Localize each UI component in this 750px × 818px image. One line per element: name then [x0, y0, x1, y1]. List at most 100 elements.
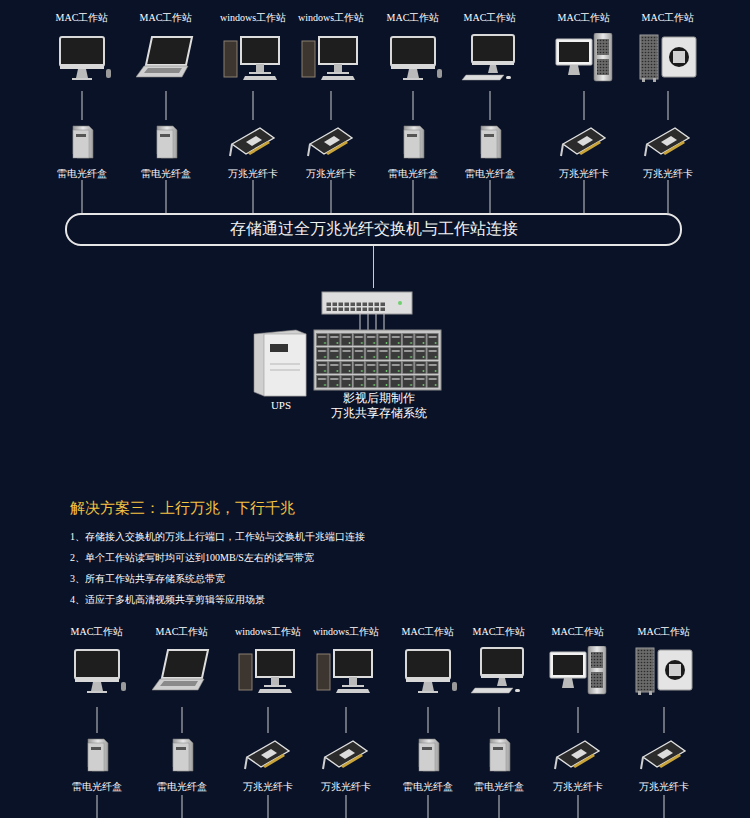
fiber-link — [668, 180, 669, 213]
workstation-node: windows工作站 — [289, 11, 373, 91]
adapter-node: 雷电光纤盒 — [142, 733, 222, 793]
switch-band: 存储通过全万兆光纤交换机与工作站连接 — [65, 213, 682, 246]
adapter-node: 雷电光纤盒 — [42, 120, 122, 180]
fiber-link — [331, 91, 332, 120]
node-label: windows工作站 — [235, 625, 301, 638]
node-label: 雷电光纤盒 — [474, 780, 524, 793]
node-label: 存储通过全万兆光纤交换机与工作站连接 — [230, 219, 518, 240]
node-label: MAC工作站 — [558, 11, 611, 24]
adapter-node: 雷电光纤盒 — [57, 733, 137, 793]
node-label: 雷电光纤盒 — [141, 167, 191, 180]
note-text: 1、存储接入交换机的万兆上行端口，工作站与交换机千兆端口连接 — [70, 530, 365, 543]
fiber-link — [490, 180, 491, 213]
node-label: 万兆光纤卡 — [643, 167, 693, 180]
workstation-node: windows工作站 — [304, 625, 388, 707]
node-label: MAC工作站 — [642, 11, 695, 24]
node-label: 万兆光纤卡 — [559, 167, 609, 180]
section-title: 解决方案三：上行万兆，下行千兆 — [70, 499, 295, 519]
workstation-node: MAC工作站 — [448, 11, 532, 91]
adapter-node: 雷电光纤盒 — [373, 120, 453, 180]
node-label: windows工作站 — [220, 11, 286, 24]
fiber-link — [253, 91, 254, 120]
node-label: 雷电光纤盒 — [72, 780, 122, 793]
workstation-node: MAC工作站 — [457, 625, 541, 707]
node-label: MAC工作站 — [552, 625, 605, 638]
adapter-node: 雷电光纤盒 — [388, 733, 468, 793]
note-text: 4、适应于多机高清视频共享剪辑等应用场景 — [70, 593, 265, 606]
fiber-link — [584, 91, 585, 120]
node-label: MAC工作站 — [56, 11, 109, 24]
node-label: UPS — [271, 398, 291, 412]
workstation-node: MAC工作站 — [626, 11, 710, 91]
node-label: 万兆光纤卡 — [553, 780, 603, 793]
node-label: 影视后期制作 万兆共享存储系统 — [324, 391, 434, 422]
workstation-node: windows工作站 — [226, 625, 310, 707]
node-label: 雷电光纤盒 — [465, 167, 515, 180]
fiber-link — [166, 180, 167, 213]
adapter-node: 雷电光纤盒 — [126, 120, 206, 180]
node-label: MAC工作站 — [387, 11, 440, 24]
node-label: 万兆光纤卡 — [321, 780, 371, 793]
fiber-link — [346, 707, 347, 733]
adapter-node: 万兆光纤卡 — [228, 733, 308, 793]
fiber-link — [428, 707, 429, 733]
adapter-node: 雷电光纤盒 — [459, 733, 539, 793]
fiber-link — [82, 91, 83, 120]
equipment-node: UPS — [248, 326, 314, 412]
node-label: windows工作站 — [298, 11, 364, 24]
adapter-node: 雷电光纤盒 — [450, 120, 530, 180]
workstation-node: MAC工作站 — [542, 11, 626, 91]
fiber-link — [668, 91, 669, 120]
fiber-link — [97, 707, 98, 733]
workstation-node: windows工作站 — [211, 11, 295, 91]
node-label: 雷电光纤盒 — [403, 780, 453, 793]
fiber-link — [253, 180, 254, 213]
node-label: 万兆光纤卡 — [243, 780, 293, 793]
node-label: MAC工作站 — [402, 625, 455, 638]
fiber-link — [413, 91, 414, 120]
fiber-link — [182, 707, 183, 733]
note-text: 3、所有工作站共享存储系统总带宽 — [70, 572, 225, 585]
fiber-link — [373, 246, 374, 288]
node-label: MAC工作站 — [71, 625, 124, 638]
workstation-node: MAC工作站 — [536, 625, 620, 707]
fiber-link — [664, 707, 665, 733]
fiber-link — [499, 707, 500, 733]
workstation-node: MAC工作站 — [371, 11, 455, 91]
node-label: MAC工作站 — [473, 625, 526, 638]
fiber-link — [268, 707, 269, 733]
fiber-link — [82, 180, 83, 213]
adapter-node: 万兆光纤卡 — [291, 120, 371, 180]
fiber-link — [578, 707, 579, 733]
adapter-node: 万兆光纤卡 — [544, 120, 624, 180]
node-label: 万兆光纤卡 — [306, 167, 356, 180]
workstation-node: MAC工作站 — [140, 625, 224, 707]
equipment-node: 影视后期制作 万兆共享存储系统 — [312, 288, 446, 422]
adapter-node: 万兆光纤卡 — [624, 733, 704, 793]
note-text: 2、单个工作站读写时均可达到100MB/S左右的读写带宽 — [70, 551, 314, 564]
adapter-node: 万兆光纤卡 — [306, 733, 386, 793]
workstation-node: MAC工作站 — [55, 625, 139, 707]
workstation-node: MAC工作站 — [124, 11, 208, 91]
node-label: MAC工作站 — [464, 11, 517, 24]
node-label: 雷电光纤盒 — [57, 167, 107, 180]
node-label: 万兆光纤卡 — [228, 167, 278, 180]
workstation-node: MAC工作站 — [622, 625, 706, 707]
workstation-node: MAC工作站 — [386, 625, 470, 707]
node-label: MAC工作站 — [638, 625, 691, 638]
fiber-link — [331, 180, 332, 213]
fiber-link — [584, 180, 585, 213]
fiber-link — [490, 91, 491, 120]
fiber-link — [413, 180, 414, 213]
node-label: 雷电光纤盒 — [157, 780, 207, 793]
node-label: MAC工作站 — [140, 11, 193, 24]
node-label: 万兆光纤卡 — [639, 780, 689, 793]
node-label: 雷电光纤盒 — [388, 167, 438, 180]
node-label: MAC工作站 — [156, 625, 209, 638]
adapter-node: 万兆光纤卡 — [628, 120, 708, 180]
fiber-link — [166, 91, 167, 120]
adapter-node: 万兆光纤卡 — [538, 733, 618, 793]
adapter-node: 万兆光纤卡 — [213, 120, 293, 180]
node-label: windows工作站 — [313, 625, 379, 638]
workstation-node: MAC工作站 — [40, 11, 124, 91]
